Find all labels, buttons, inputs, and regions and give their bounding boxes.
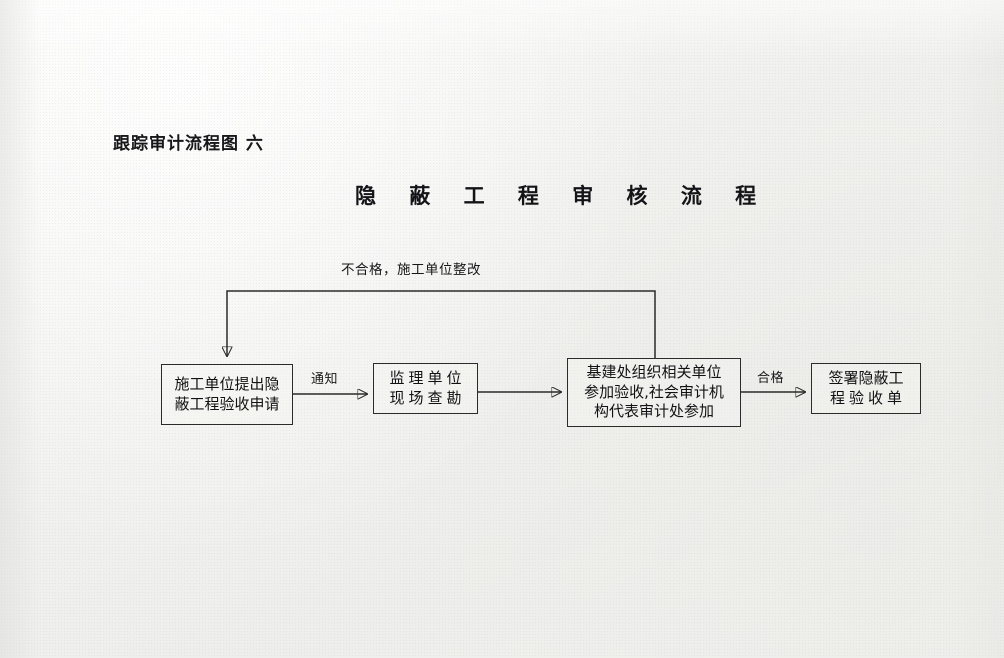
node-apply-line-2: 蔽工程验收申请 xyxy=(174,394,280,413)
edge-label-pass: 合格 xyxy=(757,371,785,386)
edge-acceptance-back-to-apply xyxy=(227,290,656,358)
node-acceptance-line-2: 参加验收,社会审计机 xyxy=(584,382,724,401)
node-survey-line-2: 现场查勘 xyxy=(389,388,466,407)
edge-label-reject: 不合格，施工单位整改 xyxy=(341,262,481,278)
node-survey-line-1: 监理单位 xyxy=(389,368,466,387)
node-sign[interactable]: 签署隐蔽工 程验收单 xyxy=(811,363,921,414)
page-title: 跟踪审计流程图 六 xyxy=(113,134,264,154)
node-sign-line-2: 程验收单 xyxy=(829,388,906,407)
node-acceptance-line-3: 构代表审计处参加 xyxy=(593,402,714,421)
node-sign-line-1: 签署隐蔽工 xyxy=(828,368,904,387)
flowchart-title: 隐 蔽 工 程 审 核 流 程 xyxy=(355,184,770,208)
node-acceptance[interactable]: 基建处组织相关单位 参加验收,社会审计机 构代表审计处参加 xyxy=(567,358,741,427)
node-apply[interactable]: 施工单位提出隐 蔽工程验收申请 xyxy=(161,364,293,425)
edge-label-notify: 通知 xyxy=(311,372,339,387)
node-acceptance-line-1: 基建处组织相关单位 xyxy=(586,362,722,381)
node-survey[interactable]: 监理单位 现场查勘 xyxy=(373,363,478,414)
node-apply-line-1: 施工单位提出隐 xyxy=(174,374,280,393)
